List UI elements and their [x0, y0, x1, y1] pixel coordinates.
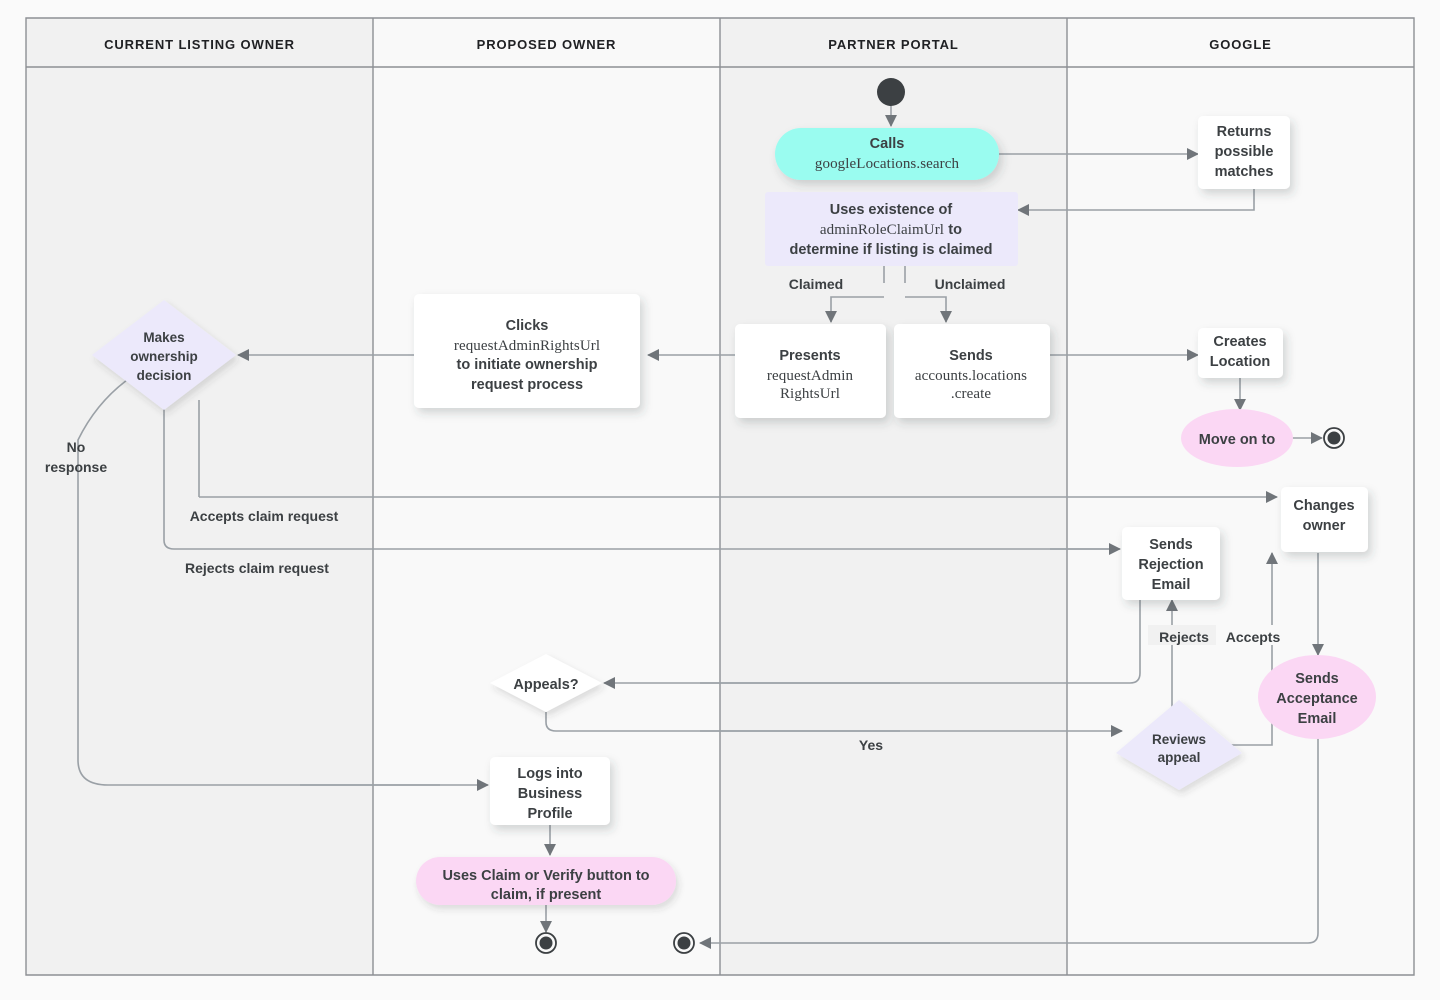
lane-header-google	[1067, 18, 1414, 67]
lane-header-current-listing-owner	[26, 18, 373, 67]
swimlane-backgrounds	[25, 17, 1415, 976]
edge-acceptance-email-to-end-path	[760, 738, 1319, 944]
edge-label-yes: Yes	[859, 737, 883, 753]
node-appeals-decision[interactable]: Appeals?	[490, 654, 602, 712]
edge-label-accepts-claim-request: Accepts claim request	[190, 508, 339, 524]
lane-title-proposed-owner: PROPOSED OWNER	[477, 37, 617, 52]
node-creates-location-line1: Creates	[1213, 334, 1266, 350]
node-reviews-appeal-decision[interactable]: Reviews appeal	[1116, 700, 1242, 790]
start-node	[877, 78, 905, 106]
node-appeals-label: Appeals?	[513, 677, 578, 693]
edge-label-no-response-line1: No	[67, 439, 86, 455]
end-node-partner-portal	[673, 932, 695, 954]
node-sends-rejection-email[interactable]: Sends Rejection Email	[1122, 527, 1220, 600]
node-uses-claim-line1: Uses Claim or Verify button to	[442, 868, 649, 884]
node-returns-line2: possible	[1215, 144, 1274, 160]
node-creates-location-line2: Location	[1210, 354, 1270, 370]
node-logs-in-line1: Logs into	[517, 766, 582, 782]
lane-title-google: GOOGLE	[1209, 37, 1271, 52]
edge-labels: Claimed Unclaimed No response Accepts cl…	[45, 272, 1290, 754]
node-acceptance-email-line1: Sends	[1295, 671, 1339, 687]
node-presents-line2: requestAdmin	[767, 368, 854, 384]
node-changes-owner[interactable]: Changes owner	[1281, 487, 1368, 552]
node-changes-owner-line2: owner	[1303, 518, 1346, 534]
edge-unclaimed-to-sends-create	[905, 296, 952, 323]
edge-appeals-yes-path	[545, 712, 900, 732]
edge-rejection-email-to-appeals-path	[700, 600, 1141, 684]
node-uses-claim-line2: claim, if present	[491, 887, 602, 903]
node-presents-line1: Presents	[779, 348, 840, 364]
edge-label-accepts: Accepts	[1226, 629, 1281, 645]
lane-title-current-listing-owner: CURRENT LISTING OWNER	[104, 37, 295, 52]
node-creates-location[interactable]: Creates Location	[1198, 328, 1283, 378]
edge-label-unclaimed: Unclaimed	[935, 276, 1006, 292]
node-makes-ownership-decision[interactable]: Makes ownership decision	[92, 300, 236, 410]
node-sends-create-line3: .create	[951, 386, 991, 402]
node-rejection-email-line2: Rejection	[1138, 557, 1203, 573]
edge-label-unclaimed-bg	[922, 272, 1020, 292]
node-move-on-to-label: Move on to	[1199, 432, 1276, 448]
edge-label-rejects-bg	[1148, 625, 1218, 645]
node-uses-existence-line1: Uses existence of	[830, 202, 953, 218]
node-sends-accounts-locations-create[interactable]: Sends accounts.locations .create	[894, 324, 1050, 418]
node-calls-google-locations-search[interactable]: Calls googleLocations.search	[775, 128, 999, 180]
node-reviews-appeal-line2: appeal	[1158, 750, 1201, 765]
edge-label-rejects: Rejects	[1159, 629, 1209, 645]
node-uses-existence-line2: adminRoleClaimUrl to	[820, 222, 962, 238]
node-returns-possible-matches[interactable]: Returns possible matches	[1198, 116, 1290, 189]
edge-claimed-to-presents	[825, 296, 884, 323]
node-sends-acceptance-email[interactable]: Sends Acceptance Email	[1258, 655, 1376, 739]
node-clicks-line1: Clicks	[506, 318, 549, 334]
node-uses-claim-or-verify-button[interactable]: Uses Claim or Verify button to claim, if…	[416, 857, 676, 905]
end-node-proposed-owner	[535, 932, 557, 954]
edge-rejects-path	[163, 400, 1110, 550]
end-node-google	[1323, 427, 1345, 449]
connectors	[77, 106, 1324, 949]
node-presents-request-admin-rights-url[interactable]: Presents requestAdmin RightsUrl	[735, 324, 886, 418]
swimlane-titles: CURRENT LISTING OWNER PROPOSED OWNER PAR…	[104, 37, 1271, 52]
node-changes-owner-line1: Changes	[1293, 498, 1354, 514]
edge-no-response-path	[77, 369, 440, 786]
edge-label-no-response-line2: response	[45, 459, 107, 475]
lane-title-partner-portal: PARTNER PORTAL	[828, 37, 959, 52]
edge-label-yes-bg	[853, 732, 889, 754]
node-presents-line3: RightsUrl	[780, 386, 840, 402]
node-rejection-email-line3: Email	[1152, 577, 1191, 593]
lane-body-proposed-owner	[373, 67, 720, 975]
node-calls-line2: googleLocations.search	[815, 156, 960, 172]
node-makes-decision-line1: Makes	[143, 330, 184, 345]
lane-body-current-listing-owner	[26, 67, 373, 975]
node-uses-existence-line3: determine if listing is claimed	[789, 242, 992, 258]
lane-header-proposed-owner	[373, 18, 720, 67]
node-logs-in-line2: Business	[518, 786, 582, 802]
node-rejection-email-line1: Sends	[1149, 537, 1193, 553]
lane-header-partner-portal	[720, 18, 1067, 67]
edge-returns-to-uses-existence	[1017, 188, 1255, 216]
node-sends-create-line1: Sends	[949, 348, 993, 364]
node-clicks-line3: to initiate ownership	[457, 357, 598, 373]
node-uses-existence-of-admin-role-claim-url[interactable]: Uses existence of adminRoleClaimUrl to d…	[765, 192, 1018, 266]
node-logs-in-line3: Profile	[527, 806, 572, 822]
node-returns-line3: matches	[1215, 164, 1274, 180]
lane-outer-border	[25, 17, 1415, 976]
edge-label-claimed-bg	[778, 272, 856, 292]
node-sends-create-line2: accounts.locations	[915, 368, 1027, 384]
node-logs-into-business-profile[interactable]: Logs into Business Profile	[490, 757, 610, 825]
edge-label-rejects-claim-request: Rejects claim request	[185, 560, 329, 576]
node-clicks-request-admin-rights-url[interactable]: Clicks requestAdminRightsUrl to initiate…	[414, 294, 640, 408]
edge-label-claimed: Claimed	[789, 276, 843, 292]
node-clicks-line2: requestAdminRightsUrl	[454, 338, 600, 354]
node-acceptance-email-line3: Email	[1298, 711, 1337, 727]
node-returns-line1: Returns	[1217, 124, 1272, 140]
node-makes-decision-line3: decision	[137, 368, 192, 383]
node-clicks-line4: request process	[471, 377, 583, 393]
node-move-on-to[interactable]: Move on to	[1181, 409, 1293, 467]
node-makes-decision-line2: ownership	[130, 349, 198, 364]
node-reviews-appeal-line1: Reviews	[1152, 732, 1206, 747]
node-acceptance-email-line2: Acceptance	[1276, 691, 1357, 707]
node-calls-line1: Calls	[870, 136, 905, 152]
edge-label-accepts-bg	[1216, 625, 1290, 645]
